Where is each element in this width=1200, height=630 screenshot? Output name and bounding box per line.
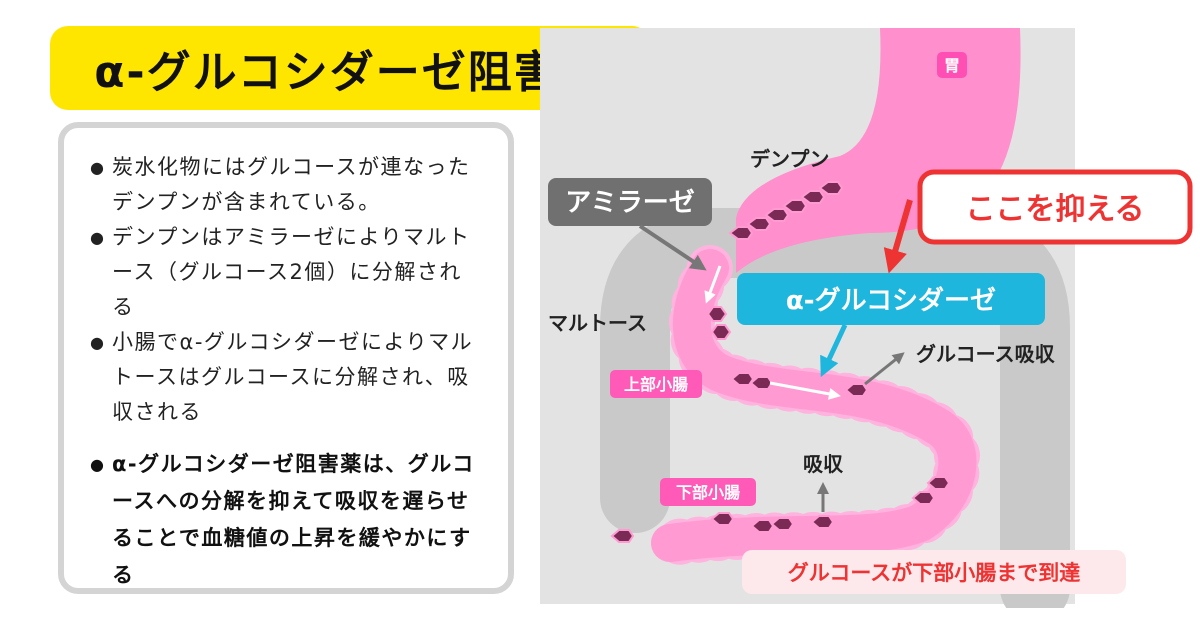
inhibit-label: ここを抑える — [965, 192, 1144, 227]
starch-molecule — [746, 217, 772, 231]
maltose-molecule — [610, 529, 635, 543]
upper-intestine-badge — [610, 370, 702, 398]
bullet-icon: ● — [90, 333, 106, 352]
enzyme-badge — [737, 273, 1045, 325]
reach-label: グルコースが下部小腸まで到達 — [788, 561, 1081, 585]
notes-list: ●炭水化物にはグルコースが連なったデンプンが含まれている。 ●デンプンはアミラー… — [88, 150, 482, 594]
starch-molecule — [818, 181, 844, 195]
maltose-molecule — [706, 306, 728, 322]
bullet-icon: ● — [90, 158, 106, 177]
reach-badge — [742, 550, 1126, 594]
stomach-label: 胃 — [944, 56, 960, 75]
lower-intestine-badge — [660, 478, 756, 506]
maltose-molecule — [710, 512, 735, 526]
starch-molecule — [764, 208, 790, 222]
glucose-molecules — [810, 383, 869, 529]
maltose-molecules — [610, 306, 951, 543]
maltose-molecule — [911, 491, 936, 505]
maltose-label: マルトース — [548, 311, 647, 335]
inhibit-badge — [917, 169, 1193, 245]
notes-panel: ●炭水化物にはグルコースが連なったデンプンが含まれている。 ●デンプンはアミラー… — [58, 122, 514, 594]
conversion-arrow — [769, 381, 841, 400]
enzyme-arrow — [820, 323, 848, 378]
maltose-molecule — [926, 476, 951, 490]
starch-molecule — [728, 226, 754, 240]
amylase-badge — [548, 178, 712, 226]
maltose-molecule — [730, 372, 755, 386]
inhibit-arrow — [883, 199, 913, 274]
conversion-arrow — [704, 265, 722, 304]
absorb-label: 吸収 — [803, 452, 844, 476]
note-item: ●炭水化物にはグルコースが連なったデンプンが含まれている。 — [88, 150, 482, 220]
enzyme-label: α-グルコシダーゼ — [786, 285, 996, 316]
maltose-molecule — [770, 517, 795, 531]
starch-label: デンプン — [750, 147, 829, 171]
glucose-absorb-label: グルコース吸収 — [916, 342, 1056, 366]
bullet-icon: ● — [90, 455, 106, 474]
page-title: α-グルコシダーゼ阻害薬 — [94, 47, 606, 98]
starch-molecule — [800, 190, 826, 204]
lower-intestine-label: 下部小腸 — [676, 483, 740, 502]
digestion-diagram: 胃 アミラーゼ デンプン マルト — [540, 28, 1193, 608]
maltose-molecule — [710, 324, 732, 340]
starch-molecule — [782, 199, 808, 213]
emphasis-note: ●α-グルコシダーゼ阻害薬は、グルコースへの分解を抑えて吸収を遅らせることで血糖… — [88, 446, 482, 594]
starch-chain — [728, 181, 844, 240]
amylase-arrow — [638, 224, 707, 271]
absorb-arrow — [864, 352, 905, 386]
glucose-molecule — [844, 383, 869, 397]
amylase-label: アミラーゼ — [565, 188, 694, 218]
note-item: ●デンプンはアミラーゼによりマルトース（グルコース2個）に分解される — [88, 220, 482, 325]
upper-intestine-label: 上部小腸 — [624, 375, 688, 394]
stomach-badge — [937, 52, 967, 78]
note-item: ●小腸でα-グルコシダーゼによりマルトースはグルコースに分解され、吸収される — [88, 325, 482, 430]
glucose-molecule — [810, 515, 835, 529]
bullet-icon: ● — [90, 228, 106, 247]
small-intestine — [647, 245, 981, 566]
